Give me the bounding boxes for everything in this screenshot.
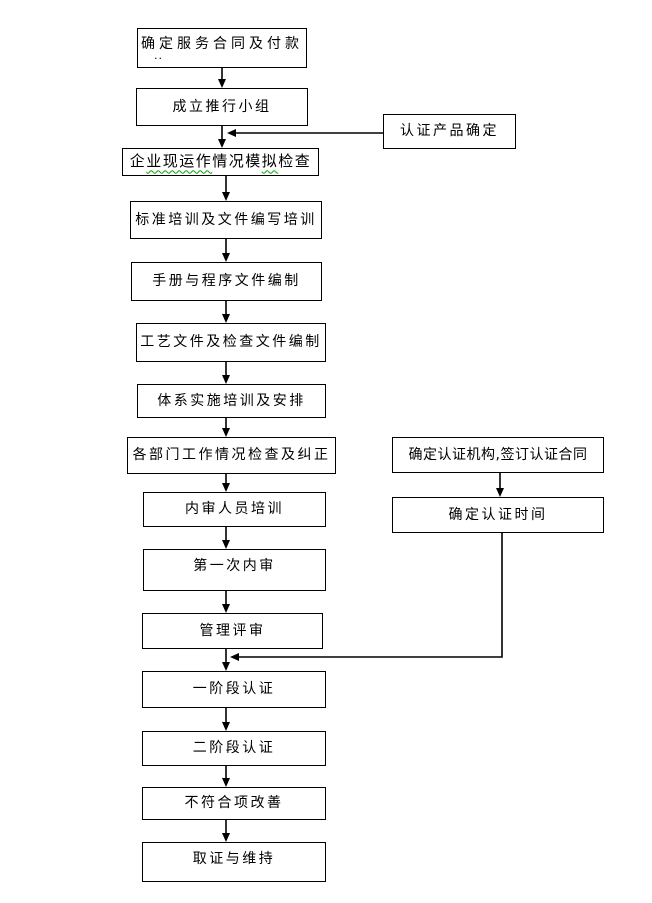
flow-node-label: 第一次内审 (193, 557, 276, 574)
arrow-n11-n12 (222, 647, 230, 671)
flow-node-label: 体系实施培训及安排 (157, 392, 306, 409)
arrow-n1-n2 (218, 66, 226, 88)
arrow-n2-n3 (218, 126, 226, 148)
flow-node-label: 不符合项改善 (184, 795, 284, 812)
flow-node-label: 确定服务合同及付款 (141, 36, 303, 53)
connector-r3-junction (230, 531, 503, 661)
flow-node-label: 管理评审 (199, 622, 266, 639)
flow-node-label: 取证与维持 (192, 850, 276, 867)
flow-node-standard-training: 标准培训及文件编写培训 (130, 201, 322, 239)
arrow-n12-n13 (222, 706, 230, 731)
flow-node-label: 内审人员培训 (185, 501, 284, 518)
flow-node-management-review: 管理评审 (142, 613, 323, 649)
arrow-n13-n14 (222, 764, 230, 787)
arrow-n9-n10 (222, 525, 230, 549)
flow-node-nonconformity-improvement: 不符合项改善 (142, 787, 326, 820)
flow-node-label: 认证产品确定 (400, 123, 499, 140)
flow-node-label: 成立推行小组 (172, 98, 272, 115)
arrow-n10-n11 (222, 589, 230, 613)
flow-node-certification-time: 确定认证时间 (392, 497, 604, 533)
flow-node-label: 企业现运作情况模拟检查 (129, 152, 312, 171)
flow-node-stage2-certification: 二阶段认证 (142, 731, 326, 766)
arrow-n7-n8 (222, 416, 230, 437)
flow-node-manual-procedure-docs: 手册与程序文件编制 (131, 262, 322, 301)
arrow-r1-junction (227, 129, 384, 137)
spellcheck-underline: 业现运作 (146, 152, 213, 171)
flow-node-label: 二阶段认证 (192, 740, 276, 757)
arrow-n8-n9 (222, 472, 230, 492)
flow-node-system-implementation-training: 体系实施培训及安排 (137, 384, 326, 418)
arrow-n3-n4 (222, 174, 230, 201)
flow-node-label: 确定认证机构,签订认证合同 (408, 446, 588, 463)
flow-node-label: 工艺文件及检查文件编制 (140, 334, 322, 351)
flow-node-process-inspection-docs: 工艺文件及检查文件编制 (136, 323, 326, 362)
spellcheck-underline: 拟 (261, 152, 279, 171)
arrow-r2-r3 (496, 471, 504, 497)
flow-node-label: 各部门工作情况检查及纠正 (132, 447, 331, 464)
flow-node-label: 手册与程序文件编制 (152, 273, 301, 290)
flow-node-certificate-maintenance: 取证与维持 (142, 842, 326, 882)
flow-node-current-operation-check: 企业现运作情况模拟检查 (122, 148, 319, 176)
flow-node-label: 确定认证时间 (448, 506, 548, 523)
flow-node-stage1-certification: 一阶段认证 (142, 671, 326, 708)
flow-node-label: 标准培训及文件编写培训 (135, 211, 317, 228)
arrow-n14-n15 (222, 818, 230, 842)
flow-node-internal-auditor-training: 内审人员培训 (143, 492, 326, 527)
arrow-n5-n6 (222, 299, 230, 323)
arrow-n6-n7 (222, 360, 230, 384)
flow-node-first-internal-audit: 第一次内审 (143, 549, 326, 591)
stray-mark: .. (154, 49, 163, 62)
flow-node-label: 一阶段认证 (192, 681, 276, 698)
flow-node-service-contract-payment: 确定服务合同及付款 (137, 28, 307, 68)
flow-node-department-check-correction: 各部门工作情况检查及纠正 (127, 437, 336, 474)
flow-node-setup-team: 成立推行小组 (136, 88, 308, 126)
flow-node-certification-product: 认证产品确定 (383, 114, 516, 149)
arrow-n4-n5 (222, 237, 230, 262)
flow-node-certification-body-contract: 确定认证机构,签订认证合同 (392, 437, 604, 473)
